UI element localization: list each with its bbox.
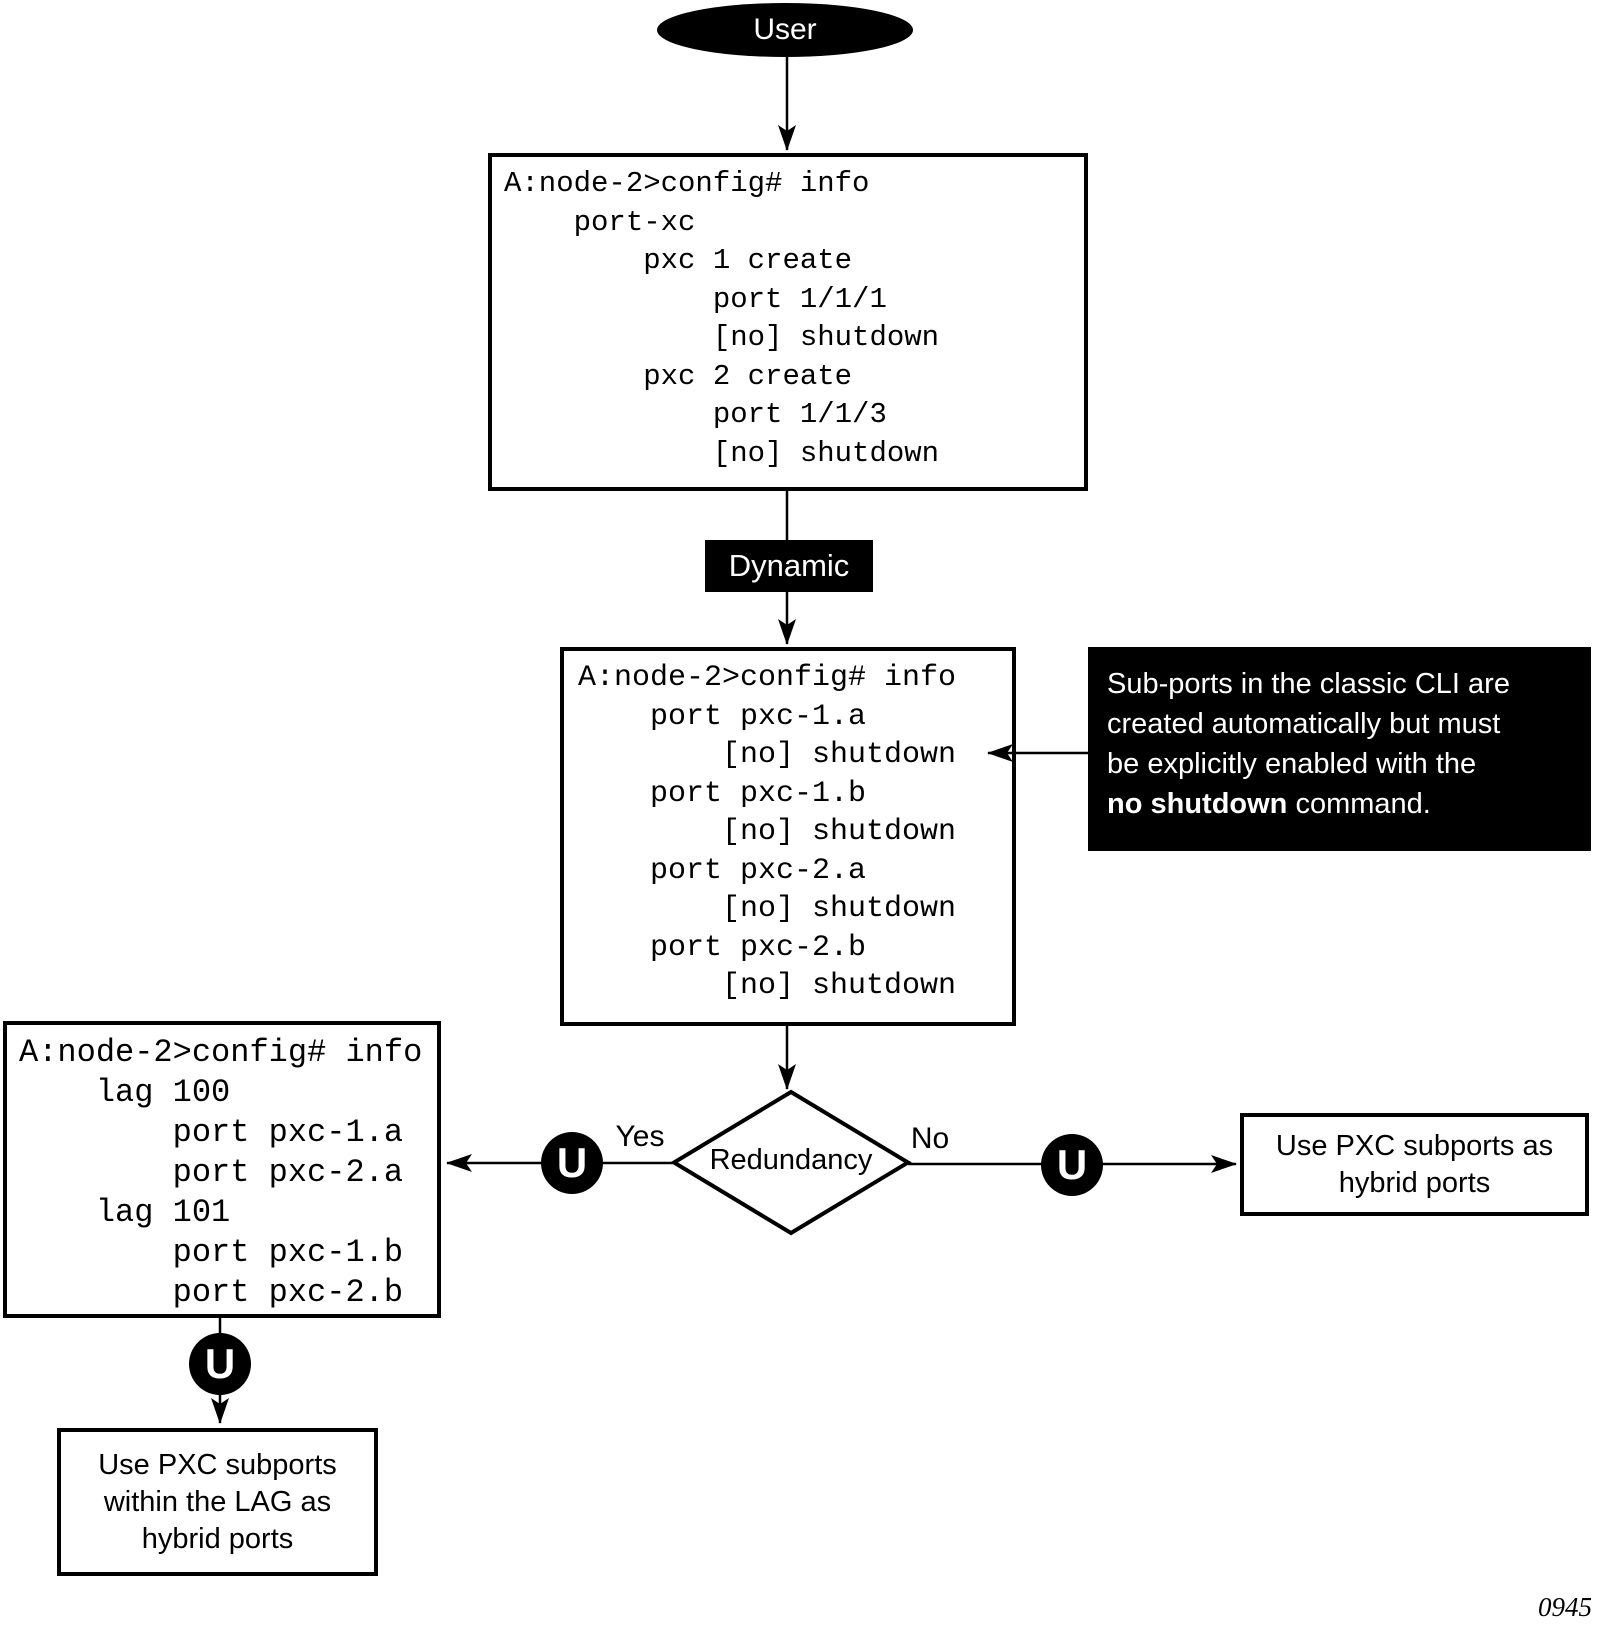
no-branch-label: No [910, 1122, 950, 1155]
u-marker-lag: U [189, 1333, 251, 1395]
callout-line: no shutdown command. [1107, 784, 1581, 824]
callout-line-rest: command. [1287, 788, 1431, 820]
dynamic-label-text: Dynamic [728, 548, 850, 583]
hybrid-ports-result-box: Use PXC subports as hybrid ports [1240, 1113, 1589, 1216]
dynamic-label: Dynamic [705, 540, 873, 592]
portxc-config-box: A:node-2>config# info port-xc pxc 1 crea… [488, 153, 1088, 491]
lag-config-code: A:node-2>config# info lag 100 port pxc-1… [19, 1034, 423, 1311]
callout-line: be explicitly enabled with the [1107, 748, 1477, 780]
decision-label: Redundancy [709, 1144, 873, 1176]
yes-branch-label: Yes [615, 1120, 665, 1153]
callout-note: Sub-ports in the classic CLI are created… [1088, 647, 1591, 851]
user-label: User [753, 13, 817, 46]
lag-hybrid-ports-result-box: Use PXC subports within the LAG as hybri… [57, 1428, 378, 1576]
portxc-config-code: A:node-2>config# info port-xc pxc 1 crea… [504, 167, 940, 470]
subports-config-code: A:node-2>config# info port pxc-1.a [no] … [578, 661, 957, 1003]
subports-config-box: A:node-2>config# info port pxc-1.a [no] … [560, 647, 1016, 1026]
lag-hybrid-ports-text: Use PXC subports within the LAG as hybri… [98, 1448, 337, 1555]
user-terminator: User [657, 3, 913, 57]
callout-bold-command: no shutdown [1107, 788, 1288, 820]
figure-number: 0945 [1538, 1592, 1592, 1622]
callout-line: Sub-ports in the classic CLI are [1107, 668, 1510, 700]
lag-config-box: A:node-2>config# info lag 100 port pxc-1… [3, 1021, 441, 1318]
hybrid-ports-text: Use PXC subports as hybrid ports [1275, 1129, 1554, 1199]
u-marker-yes: U [541, 1132, 603, 1194]
u-marker-no: U [1041, 1134, 1103, 1196]
callout-line: created automatically but must [1107, 708, 1501, 740]
